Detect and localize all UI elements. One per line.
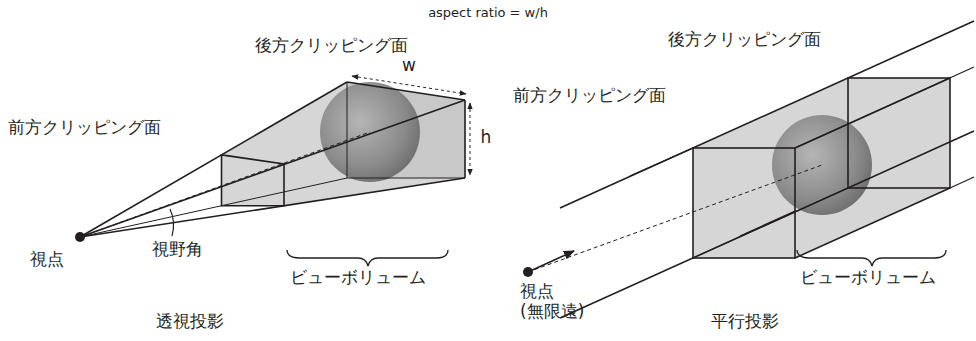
volume-label: ビューボリューム: [290, 268, 426, 288]
angle-label: 視野角: [152, 240, 203, 260]
ratio-note: aspect ratio = w/h: [428, 6, 548, 21]
plane-label: 前方クリッピング面: [513, 86, 666, 106]
viewpoint-label: 視点 (無限遠): [520, 282, 600, 321]
dimension-label: w: [402, 56, 416, 76]
volume-label: ビューボリューム: [800, 268, 936, 288]
viewpoint-label: 視点: [30, 250, 64, 270]
parallel-volume: [523, 21, 974, 318]
figure-caption: 平行投影: [711, 312, 779, 332]
plane-label: 後方クリッピング面: [668, 30, 821, 50]
perspective-frustum: [75, 76, 470, 266]
figure-caption: 透視投影: [156, 312, 224, 332]
plane-label: 前方クリッピング面: [8, 118, 161, 138]
dimension-label: h: [481, 128, 492, 148]
plane-label: 後方クリッピング面: [255, 36, 408, 56]
